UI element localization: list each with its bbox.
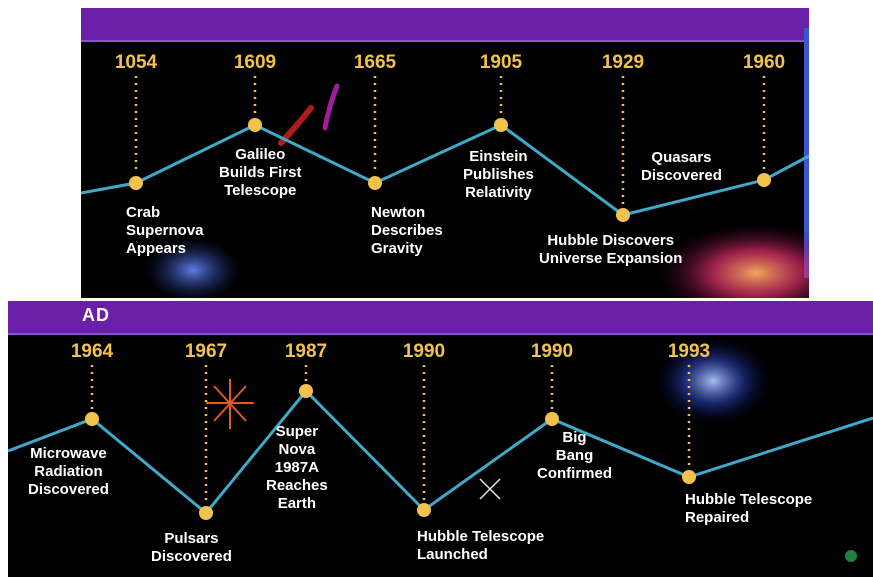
event-caption: Big Bang Confirmed [537,429,612,482]
event-marker [417,503,431,517]
event-year: 1665 [353,52,397,73]
event-year: 1967 [184,341,228,362]
edge-bar [804,28,809,278]
event-year: 1609 [233,52,277,73]
crab-nebula-image [145,238,241,298]
event-marker [545,412,559,426]
event-year: 1054 [114,52,158,73]
star-flare-image [479,478,501,500]
event-marker [248,118,262,132]
event-marker [757,173,771,187]
event-year: 1993 [667,341,711,362]
event-year: 1987 [284,341,328,362]
pulsar-burst-image [206,379,254,429]
era-label: AD [82,305,110,325]
event-marker [494,118,508,132]
event-caption: Hubble Telescope Repaired [685,491,813,526]
event-year: 1990 [530,341,574,362]
nebula-image [656,223,809,298]
event-year: 1960 [742,52,786,73]
timeline-line [8,388,873,516]
event-caption: Pulsars Discovered [151,530,232,565]
event-caption: Super Nova 1987A Reaches Earth [266,423,328,512]
event-marker [682,470,696,484]
timeline-header-band: AD [8,301,873,335]
star-image [845,550,857,562]
event-caption: Hubble Discovers Universe Expansion [539,232,683,267]
event-caption: Hubble Telescope Launched [417,528,545,563]
comet-image [278,105,314,146]
event-caption: Galileo Builds First Telescope [219,146,302,199]
event-year: 1929 [601,52,645,73]
comet-image-2 [322,83,340,131]
event-caption: Einstein Publishes Relativity [463,148,534,201]
event-caption: Quasars Discovered [641,149,722,184]
event-marker [85,412,99,426]
event-caption: Crab Supernova Appears [126,204,204,257]
event-marker [368,176,382,190]
timeline-graphic-modern [8,336,873,562]
event-year: 1990 [402,341,446,362]
event-caption: Microwave Radiation Discovered [28,445,109,498]
timeline-line [81,123,809,217]
event-year: 1964 [70,341,114,362]
event-marker [199,506,213,520]
event-marker [129,176,143,190]
timeline-graphic-early [81,76,809,298]
nebula-image [653,336,773,426]
event-caption: Newton Describes Gravity [371,204,443,257]
event-marker [299,384,313,398]
event-year: 1905 [479,52,523,73]
event-marker [616,208,630,222]
timeline-header-band [81,8,809,42]
